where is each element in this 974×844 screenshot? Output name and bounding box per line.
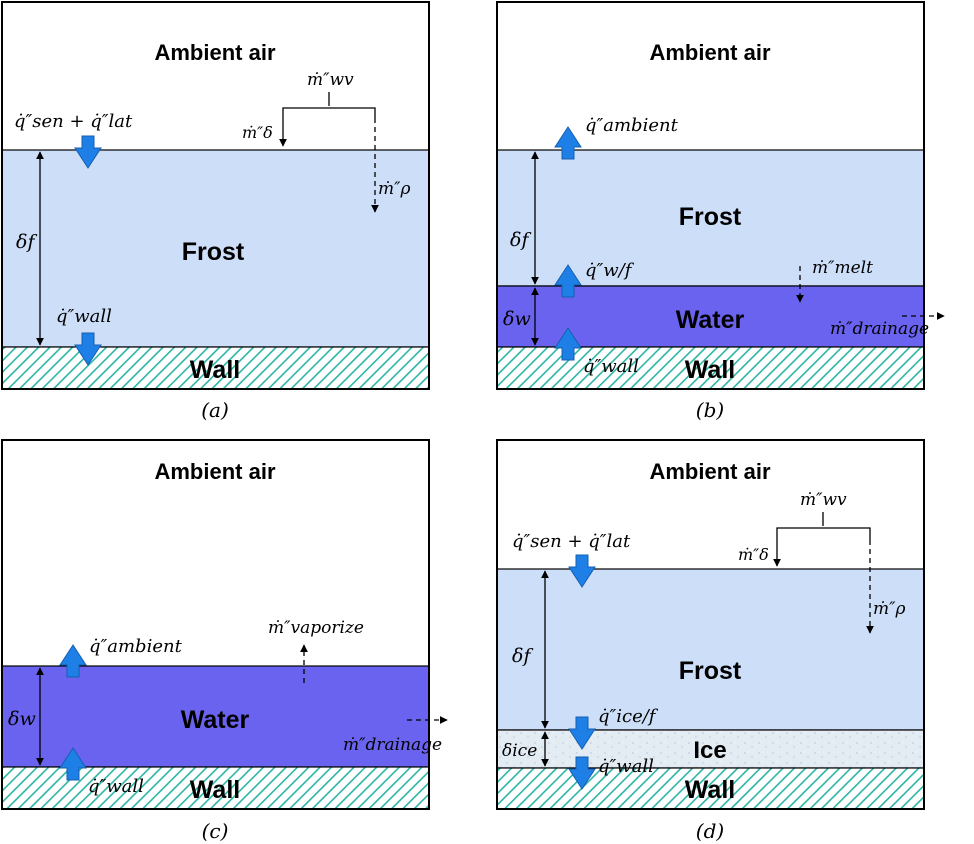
panel-b-caption: (b) <box>696 398 724 422</box>
panel-c-delta-w: δw <box>8 708 36 730</box>
panel-d-delta-ice: δice <box>502 741 537 761</box>
panel-d-q-wall: q̇″wall <box>598 756 654 777</box>
panel-d-frost-layer <box>496 568 925 731</box>
panel-c: Ambient air Water Wall q̇″ambient q̇″wal… <box>1 439 448 843</box>
panel-d-wv-bracket <box>776 512 871 540</box>
panel-d-frame <box>496 439 925 810</box>
panel-c-ambient-heat-flux-up-icon <box>59 644 87 678</box>
panel-c-wall-heat-flux-up-icon <box>59 747 87 781</box>
panel-a-m-delta: ṁ″δ <box>242 123 273 142</box>
panel-c-m-vaporize: ṁ″vaporize <box>268 618 364 638</box>
panel-d-m-rho: ṁ″ρ <box>873 599 905 619</box>
panel-c-q-wall: q̇″wall <box>88 776 144 797</box>
panel-a-wall-layer <box>1 346 430 390</box>
panel-b: Ambient air Frost Water Wall q̇″ambient … <box>496 1 945 422</box>
panel-b-ambient-heat-flux-up-icon <box>554 126 582 160</box>
panel-a-m-rho: ṁ″ρ <box>378 179 410 199</box>
panel-b-q-ambient: q̇″ambient <box>585 115 679 136</box>
panel-b-wf-heat-flux-up-icon <box>554 264 582 298</box>
panel-d-q-icef: q̇″ice/f <box>598 706 659 727</box>
panel-c-frame <box>1 439 430 810</box>
panel-d-frost-label: Frost <box>679 657 742 685</box>
panel-a-wv-bracket <box>282 92 376 118</box>
panel-d-ice-layer <box>496 729 925 769</box>
panel-d-icef-heat-flux-down-icon <box>568 716 596 750</box>
panel-b-ambient-label: Ambient air <box>649 40 770 65</box>
panel-b-delta-f: δf <box>510 229 531 251</box>
panel-c-m-drainage: ṁ″drainage <box>343 735 442 755</box>
panel-d-q-top: q̇″sen + q̇″lat <box>512 531 631 552</box>
panel-a-delta-f: δf <box>16 231 37 253</box>
panel-b-frost-label: Frost <box>679 203 742 231</box>
panel-c-wall-label: Wall <box>190 776 240 804</box>
panel-c-ambient-label: Ambient air <box>154 459 275 484</box>
panel-a-wall-heat-flux-down-icon <box>74 332 102 366</box>
panel-d-wall-layer <box>496 767 925 810</box>
panel-a-q-top: q̇″sen + q̇″lat <box>14 111 133 132</box>
panel-c-caption: (c) <box>202 819 229 843</box>
panel-a: Ambient air Frost Wall q̇″sen + q̇″lat q… <box>1 1 430 422</box>
panel-d-wall-heat-flux-down-icon <box>568 756 596 790</box>
panel-d: Ambient air Frost Ice Wall q̇″sen + q̇″l… <box>496 439 925 843</box>
panel-a-q-wall: q̇″wall <box>56 306 112 327</box>
panel-b-delta-w: δw <box>503 308 531 330</box>
panel-c-q-ambient: q̇″ambient <box>89 636 183 657</box>
panel-b-wall-label: Wall <box>685 356 735 384</box>
panel-d-wall-label: Wall <box>685 776 735 804</box>
panel-d-m-wv: ṁ″wv <box>800 490 847 510</box>
panel-a-wall-label: Wall <box>190 356 240 384</box>
panel-a-frost-layer <box>1 149 430 348</box>
panel-d-ambient-label: Ambient air <box>649 459 770 484</box>
panel-a-frame <box>1 1 430 390</box>
panel-b-q-wall: q̇″wall <box>583 356 639 377</box>
panel-a-frost-label: Frost <box>182 238 245 266</box>
panel-b-frost-layer <box>496 149 925 287</box>
panel-a-m-wv: ṁ″wv <box>307 70 354 90</box>
panel-d-heat-flux-down-icon <box>568 554 596 588</box>
panel-d-delta-f: δf <box>512 645 533 667</box>
panel-a-heat-flux-down-icon <box>74 135 102 169</box>
panel-a-caption: (a) <box>201 398 229 422</box>
panel-b-wall-heat-flux-up-icon <box>554 327 582 361</box>
panel-a-ambient-label: Ambient air <box>154 40 275 65</box>
panel-d-caption: (d) <box>696 819 724 843</box>
panel-b-water-label: Water <box>676 306 745 334</box>
panel-d-ice-label: Ice <box>693 737 726 764</box>
panel-b-frame <box>496 1 925 390</box>
panel-b-m-drainage: ṁ″drainage <box>830 319 929 339</box>
panel-b-q-wf: q̇″w/f <box>585 260 635 281</box>
panel-c-water-label: Water <box>181 706 250 734</box>
panel-d-m-delta: ṁ″δ <box>738 545 769 564</box>
panel-b-m-melt: ṁ″melt <box>812 258 873 278</box>
